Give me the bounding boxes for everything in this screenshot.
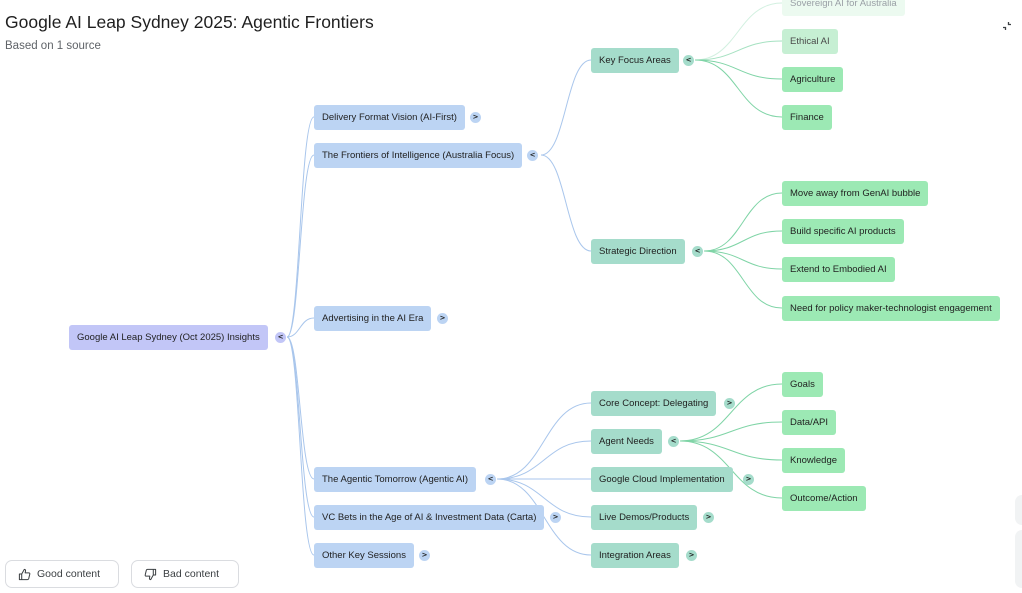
leaf-data-api[interactable]: Data/API xyxy=(782,410,837,435)
root-collapse-toggle[interactable]: < xyxy=(275,332,286,343)
topic-other-sessions-toggle[interactable]: > xyxy=(419,550,430,561)
leaf-agriculture[interactable]: Agriculture xyxy=(782,67,844,92)
leaf-finance[interactable]: Finance xyxy=(782,105,832,130)
bad-content-button[interactable]: Bad content xyxy=(131,560,239,588)
subtopic-core-concept-toggle[interactable]: > xyxy=(724,398,735,409)
leaf-policy-engagement[interactable]: Need for policy maker-technologist engag… xyxy=(782,296,1000,321)
topic-frontiers[interactable]: The Frontiers of Intelligence (Australia… xyxy=(314,143,523,168)
subtopic-agent-needs-toggle[interactable]: < xyxy=(668,436,679,447)
topic-delivery-format[interactable]: Delivery Format Vision (AI-First) xyxy=(314,105,465,130)
leaf-goals[interactable]: Goals xyxy=(782,372,823,397)
mindmap-root-node[interactable]: Google AI Leap Sydney (Oct 2025) Insight… xyxy=(69,325,268,350)
topic-vc-bets[interactable]: VC Bets in the Age of AI & Investment Da… xyxy=(314,505,545,530)
leaf-build-specific-products[interactable]: Build specific AI products xyxy=(782,219,904,244)
leaf-ethical-ai[interactable]: Ethical AI xyxy=(782,29,838,54)
subtopic-live-demos[interactable]: Live Demos/Products xyxy=(591,505,698,530)
good-content-label: Good content xyxy=(37,568,101,580)
topic-advertising-toggle[interactable]: > xyxy=(437,313,448,324)
thumbs-down-icon xyxy=(144,568,157,580)
good-content-button[interactable]: Good content xyxy=(5,560,119,588)
side-panel-tab[interactable] xyxy=(1015,495,1022,525)
leaf-sovereign-ai[interactable]: Sovereign AI for Australia xyxy=(782,0,905,16)
side-panel-tab[interactable] xyxy=(1015,530,1022,588)
subtopic-strategic-direction[interactable]: Strategic Direction xyxy=(591,239,685,264)
collapse-icon[interactable] xyxy=(1000,19,1014,33)
topic-other-sessions[interactable]: Other Key Sessions xyxy=(314,543,414,568)
subtopic-google-cloud[interactable]: Google Cloud Implementation xyxy=(591,467,733,492)
source-count: Based on 1 source xyxy=(5,40,101,52)
subtopic-key-focus-areas[interactable]: Key Focus Areas xyxy=(591,48,679,73)
topic-advertising[interactable]: Advertising in the AI Era xyxy=(314,306,432,331)
subtopic-key-focus-areas-toggle[interactable]: < xyxy=(683,55,694,66)
leaf-move-away-genai[interactable]: Move away from GenAI bubble xyxy=(782,181,929,206)
leaf-knowledge[interactable]: Knowledge xyxy=(782,448,846,473)
topic-frontiers-toggle[interactable]: < xyxy=(527,150,538,161)
subtopic-integration-areas-toggle[interactable]: > xyxy=(686,550,697,561)
topic-agentic[interactable]: The Agentic Tomorrow (Agentic AI) xyxy=(314,467,477,492)
bad-content-label: Bad content xyxy=(163,568,220,580)
leaf-outcome-action[interactable]: Outcome/Action xyxy=(782,486,866,511)
page-title: Google AI Leap Sydney 2025: Agentic Fron… xyxy=(5,12,374,32)
topic-vc-bets-toggle[interactable]: > xyxy=(550,512,561,523)
leaf-embodied-ai[interactable]: Extend to Embodied AI xyxy=(782,257,895,282)
subtopic-strategic-direction-toggle[interactable]: < xyxy=(692,246,703,257)
thumbs-up-icon xyxy=(18,568,31,580)
topic-delivery-format-toggle[interactable]: > xyxy=(470,112,481,123)
subtopic-live-demos-toggle[interactable]: > xyxy=(703,512,714,523)
subtopic-core-concept[interactable]: Core Concept: Delegating xyxy=(591,391,717,416)
subtopic-agent-needs[interactable]: Agent Needs xyxy=(591,429,662,454)
subtopic-google-cloud-toggle[interactable]: > xyxy=(743,474,754,485)
subtopic-integration-areas[interactable]: Integration Areas xyxy=(591,543,679,568)
topic-agentic-toggle[interactable]: < xyxy=(485,474,496,485)
